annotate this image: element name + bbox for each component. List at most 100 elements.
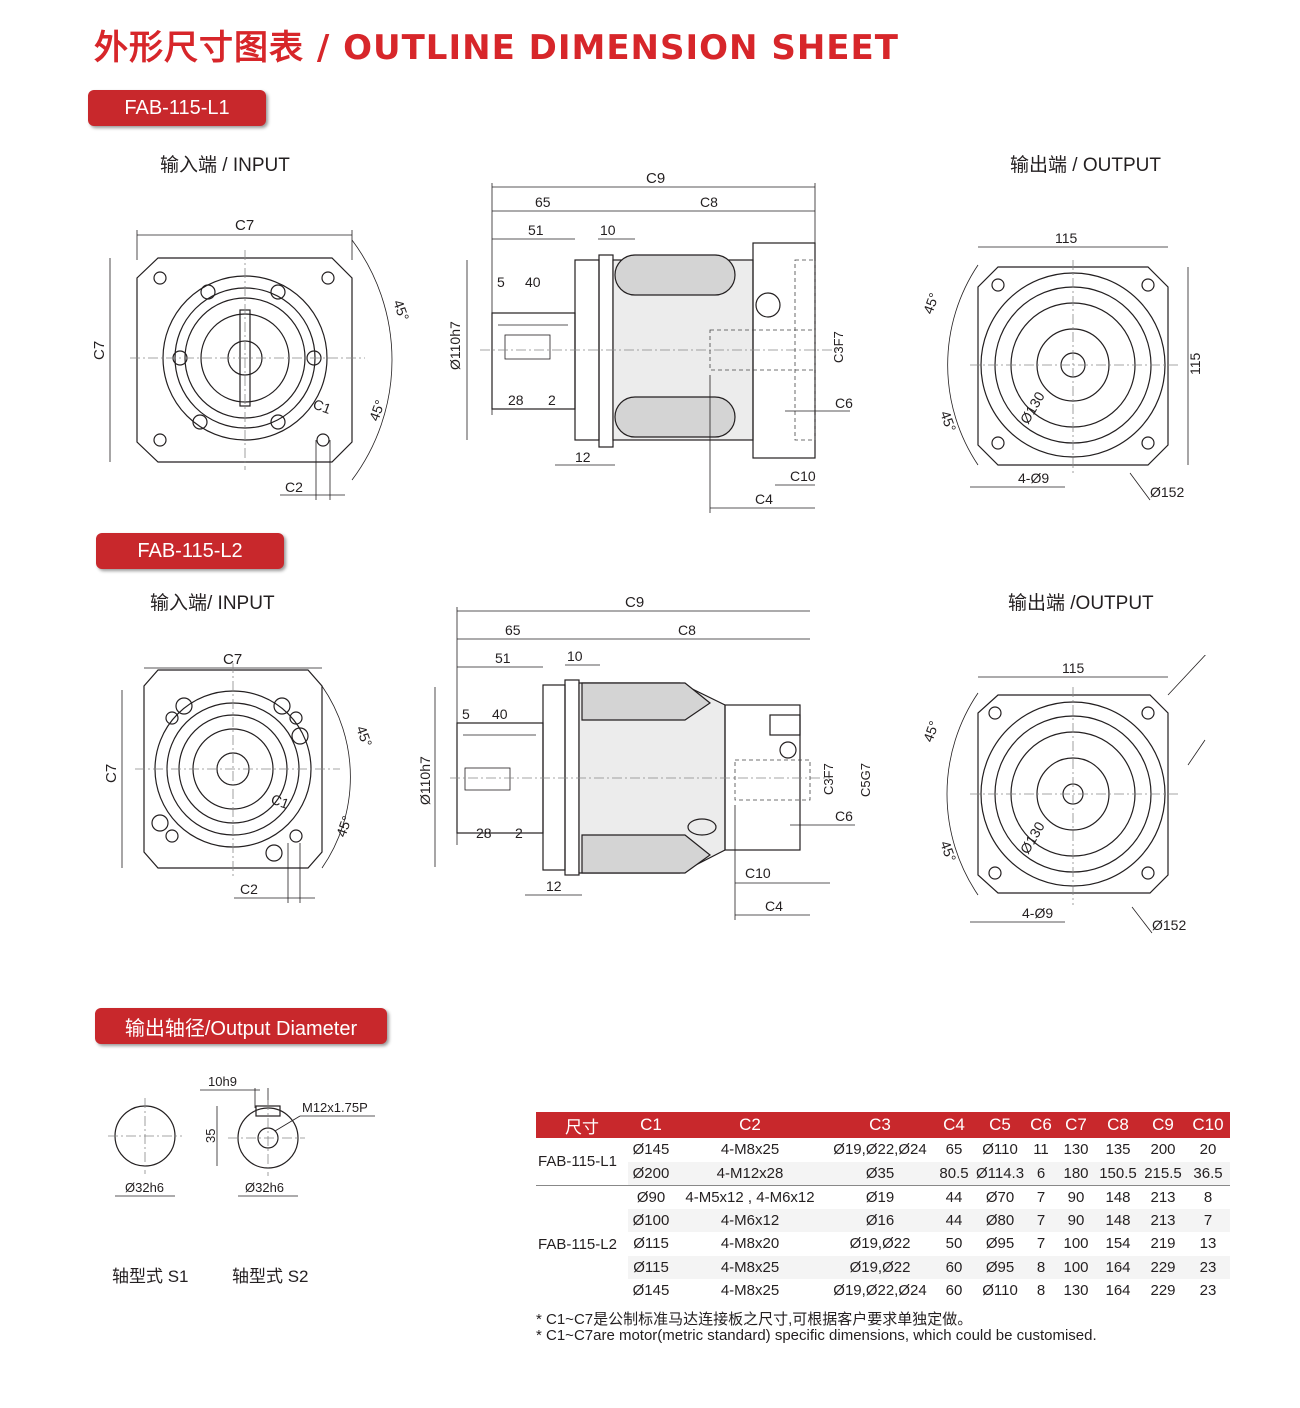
cell: 7 [1026,1208,1056,1232]
input-label-l2: 输入端/ INPUT [150,593,275,614]
cell: 213 [1140,1208,1186,1232]
cell: Ø80 [974,1208,1026,1232]
cell: 150.5 [1096,1161,1140,1185]
table-header-row: 尺寸 C1 C2 C3 C4 C5 C6 C7 C8 C9 C10 [536,1112,1230,1138]
dim-angle-l2-top: 45° [353,724,375,749]
dim-5-l2: 5 [462,706,470,722]
dim-c7: C7 [235,217,254,234]
dim-shaft-s2: Ø32h6 [245,1180,284,1195]
cell: Ø115 [628,1255,674,1279]
cell: Ø95 [985,1235,1015,1253]
dim-5: 5 [497,274,505,290]
dim-bore-l2: Ø110h7 [417,756,433,805]
cell: 4-M12x28 [674,1161,826,1185]
dim-c10: C10 [790,468,816,484]
dim-28: 28 [508,392,524,408]
dim-flange: Ø152 [1150,484,1184,500]
cell: 8 [1186,1184,1230,1209]
dim-c3: C3F7 [831,331,846,363]
cell: 23 [1199,1282,1217,1300]
cell: 219 [1150,1235,1176,1253]
model-badge-l2: FAB-115-L2 [96,533,284,569]
cell: Ø90 [628,1184,674,1209]
dim-c7-vertical: C7 [91,341,108,360]
cell: 148 [1096,1208,1140,1232]
dim-holes-l2: 4-Ø9 [1022,905,1053,921]
side-view-l1: C9 65 C8 51 10 Ø110h7 5 40 28 2 C3F7 C5G… [447,170,853,513]
cell: 229 [1150,1282,1176,1300]
dim-c8-l2: C8 [678,622,696,638]
dim-angle-l1-top: 45° [920,291,942,316]
cell: 164 [1096,1255,1140,1279]
header-c2: C2 [674,1112,826,1138]
dim-c7-l2: C7 [223,651,242,668]
dim-12-l2: 12 [546,878,562,894]
shaft-badge: 输出轴径/Output Diameter [95,1008,387,1044]
cell: 36.5 [1186,1161,1230,1185]
dim-51: 51 [528,222,544,238]
cell: 4-M8x25 [720,1141,780,1159]
cell: 7 [1186,1208,1230,1232]
dim-65-l2: 65 [505,622,521,638]
cell: 4-M5x12 , 4-M6x12 [674,1184,826,1209]
dim-115-top: 115 [1055,230,1078,246]
header-c10: C10 [1186,1112,1230,1138]
cell: 200 [1150,1141,1176,1159]
output-view-l1: 115 115 45° 45° Ø130 4-Ø9 Ø152 [920,230,1203,501]
cell: 13 [1199,1235,1217,1253]
dim-c8: C8 [700,194,718,210]
dim-thread: M12x1.75P [302,1100,368,1115]
header-c3: C3 [826,1112,934,1138]
dim-2: 2 [548,392,556,408]
side-view-l2: C9 65 C8 51 10 Ø110h7 5 40 28 2 C3F7 C5G… [417,595,873,920]
cell: Ø19,Ø22,Ø24 [833,1141,927,1159]
dim-angle-l1-bottom: 45° [937,409,959,434]
dim-28-l2: 28 [476,825,492,841]
output-label-l2: 输出端 /OUTPUT [1008,593,1154,614]
cell: 229 [1140,1255,1186,1279]
dim-angle-top: 45° [390,298,412,323]
dim-c9: C9 [646,170,665,187]
flange-square-l2 [143,669,323,869]
dim-key-h: 35 [203,1129,218,1143]
cell: 44 [934,1184,974,1209]
cell: 130 [1063,1141,1089,1159]
cell: Ø200 [628,1161,674,1185]
dim-c6: C6 [835,395,853,411]
dim-flange-l2: Ø152 [1152,917,1186,933]
cell: Ø19,Ø22 [826,1255,934,1279]
cell: 11 [1033,1141,1049,1159]
table-note-cn: * C1~C7是公制标准马达连接板之尺寸,可根据客户要求单独定做。 [536,1311,973,1328]
cell: 8 [1036,1282,1046,1300]
cell: 100 [1063,1235,1089,1253]
dim-c4: C4 [755,491,773,507]
dim-angle-bottom: 45° [366,398,388,423]
dim-c2: C2 [285,479,303,495]
cell: Ø19,Ø22 [849,1235,911,1253]
model-badge-l1: FAB-115-L1 [88,90,266,126]
cell: Ø115 [633,1235,669,1253]
cell: 135 [1105,1141,1131,1159]
dim-angle-l2-out-bottom: 45° [937,839,959,864]
input-view-l1: C7 C7 45° 45° C1 C2 [91,217,412,500]
cell: Ø19,Ø22,Ø24 [833,1282,927,1300]
cell: Ø19 [826,1184,934,1209]
cell: 50 [945,1235,963,1253]
dim-c7-l2-vertical: C7 [103,764,120,783]
shaft-s1-label: 轴型式 S1 [112,1267,189,1286]
cell: 90 [1056,1184,1096,1209]
dim-12: 12 [575,449,591,465]
cell: 80.5 [934,1161,974,1185]
dim-115-l2: 115 [1062,660,1085,676]
cell: 7 [1036,1235,1046,1253]
cell: 7 [1026,1184,1056,1209]
dim-key-w: 10h9 [208,1074,237,1089]
output-square-l2 [977,694,1169,894]
cell: 6 [1026,1161,1056,1185]
shaft-s2-label: 轴型式 S2 [232,1267,309,1286]
dim-holes: 4-Ø9 [1018,470,1049,486]
